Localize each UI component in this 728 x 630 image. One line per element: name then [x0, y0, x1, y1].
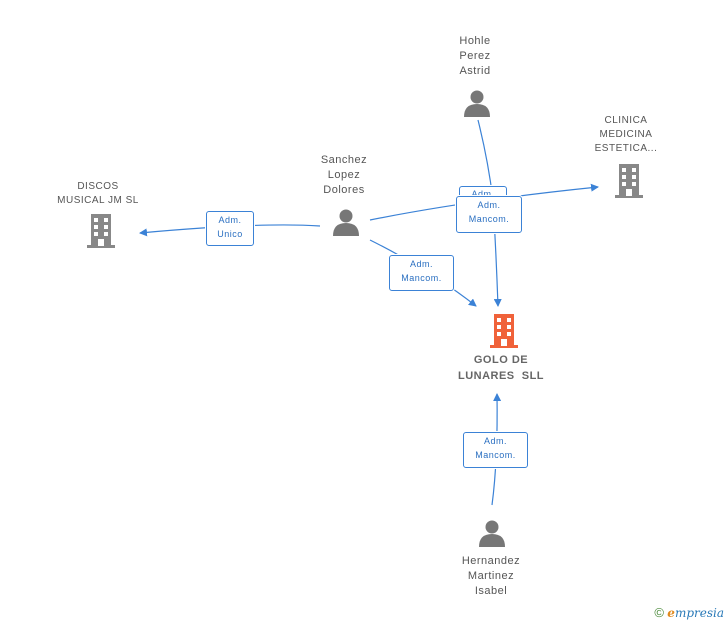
node-label-line: Perez [459, 50, 491, 62]
person-icon[interactable] [332, 208, 360, 236]
node-label-line: Isabel [474, 585, 508, 597]
node-label-line: Martinez [467, 570, 515, 582]
building-icon[interactable] [488, 314, 520, 348]
node-label-golo: GOLO DE LUNARES SLL [446, 352, 556, 384]
node-label-line: DISCOS [77, 181, 119, 192]
node-label-clinica: CLINICA MEDICINA ESTETICA... [586, 114, 666, 156]
node-label-line: CLINICA [604, 115, 648, 126]
brand-logo-letter: e [667, 606, 675, 620]
edge-label-line: Unico [217, 229, 243, 239]
edge-label-line: Adm. [477, 200, 501, 210]
node-label-line: Sanchez [320, 154, 368, 166]
node-label-line: GOLO DE [473, 354, 529, 366]
edge-label-line: Adm. [409, 259, 433, 269]
node-label-discos: DISCOS MUSICAL JM SL [40, 180, 156, 208]
person-icon[interactable] [463, 89, 491, 117]
edge-label-line: Adm. [218, 215, 242, 225]
brand-logo-text: mpresia [674, 606, 724, 620]
node-label-line: MUSICAL JM SL [57, 195, 139, 206]
edge-label-adm-mancom-clinica[interactable]: Adm. Mancom. [456, 196, 522, 233]
node-label-line: Hernandez [461, 555, 521, 567]
node-label-line: ESTETICA... [594, 143, 658, 154]
edge-label-adm-mancom-sanchez[interactable]: Adm. Mancom. [389, 255, 454, 291]
node-label-line: Dolores [323, 184, 365, 196]
edge-label-line: Mancom. [475, 450, 516, 460]
node-label-line: Hohle [459, 35, 491, 47]
edge-label-line: Adm. [483, 436, 507, 446]
edge-label-adm-mancom-hernandez[interactable]: Adm. Mancom. [463, 432, 528, 468]
edge-label-line: Adm. [471, 189, 495, 199]
edge-label-adm-unico[interactable]: Adm. Unico [206, 211, 254, 246]
node-label-line: Lopez [327, 169, 361, 181]
building-icon[interactable] [85, 214, 117, 248]
edge-label-line: Mancom. [468, 214, 510, 224]
node-label-sanchez: Sanchez Lopez Dolores [306, 153, 382, 198]
person-icon[interactable] [478, 519, 506, 547]
node-label-line: MEDICINA [599, 129, 653, 140]
node-label-line: LUNARES SLL [457, 370, 545, 382]
node-label-line: Astrid [459, 65, 491, 77]
building-icon[interactable] [613, 164, 645, 198]
edge-label-line: Mancom. [401, 273, 442, 283]
empresia-watermark[interactable]: © empresia [654, 605, 724, 620]
node-label-hernandez: Hernandez Martinez Isabel [446, 554, 536, 599]
node-label-hohle: Hohle Perez Astrid [440, 34, 510, 79]
copyright-symbol: © [654, 605, 664, 620]
brand-logo: empresia [667, 606, 724, 620]
